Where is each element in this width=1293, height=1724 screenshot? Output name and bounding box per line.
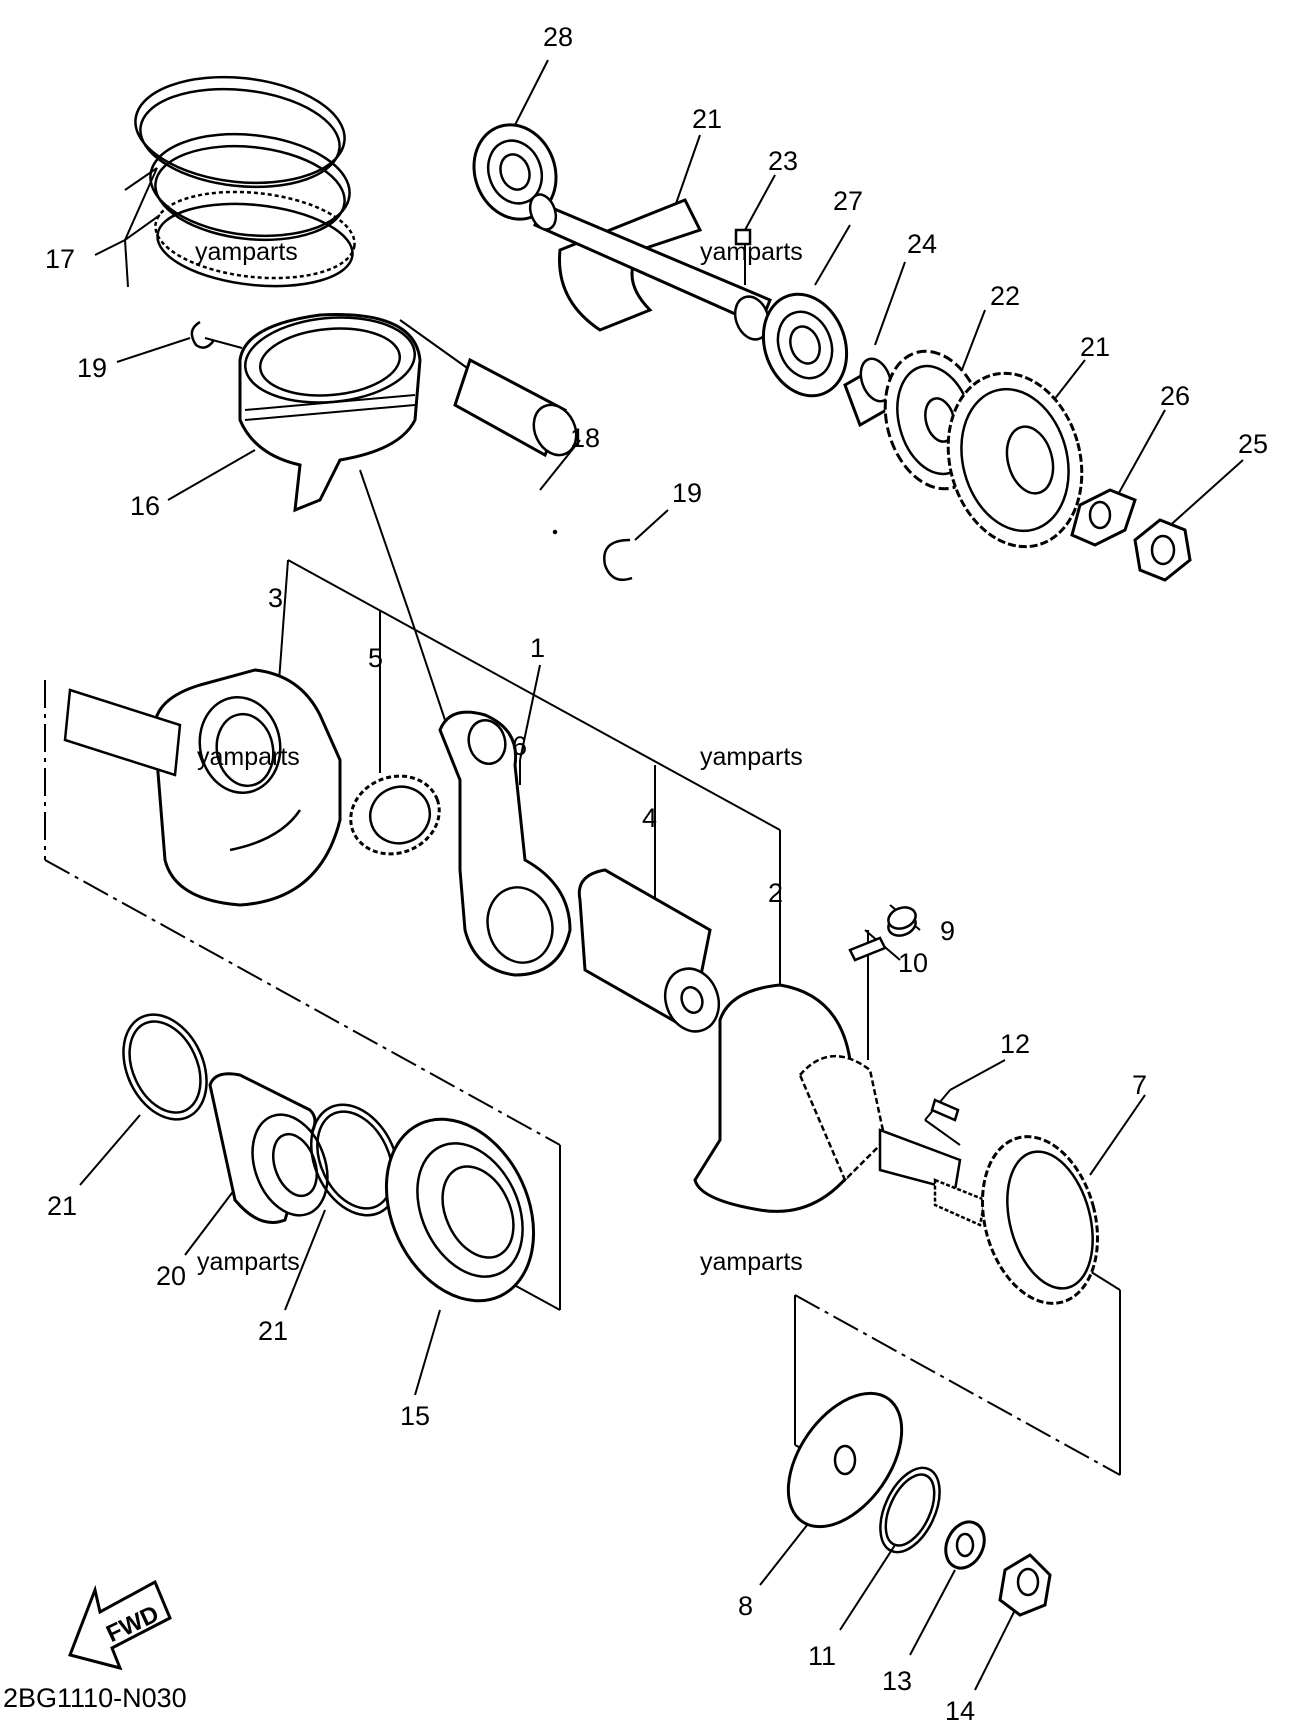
watermark-2: yamparts bbox=[700, 238, 803, 266]
part-label-5: 5 bbox=[368, 643, 383, 673]
diagram-code: 2BG1110-N030 bbox=[3, 1683, 187, 1713]
piston-pin-18-shape bbox=[453, 357, 578, 535]
crank-pin-4-shape bbox=[577, 868, 721, 1033]
lock-washer-28-shape bbox=[1070, 488, 1137, 547]
part-label-18: 18 bbox=[570, 423, 600, 453]
watermark-1: yamparts bbox=[195, 238, 298, 266]
spring-9-shape bbox=[887, 906, 917, 937]
clip-19-top-shape bbox=[190, 320, 216, 349]
bearing-29-shape bbox=[761, 292, 849, 398]
part-number-labels: 28 21 23 27 24 22 21 26 25 17 19 16 18 1… bbox=[45, 22, 1268, 1724]
crank-half-3-shape bbox=[63, 668, 342, 907]
part-label-2: 2 bbox=[768, 878, 783, 908]
part-label-16: 16 bbox=[130, 491, 160, 521]
pin-10-shape bbox=[848, 936, 887, 962]
part-label-10: 10 bbox=[898, 948, 928, 978]
part-shapes bbox=[63, 75, 1192, 1671]
nut-27-shape bbox=[1133, 518, 1192, 582]
plate-8-shape bbox=[786, 1391, 904, 1529]
watermark-4: yamparts bbox=[700, 743, 803, 771]
fwd-arrow-icon bbox=[67, 1579, 172, 1671]
part-label-28: 26 bbox=[1160, 381, 1190, 411]
key-12-shape bbox=[930, 1098, 960, 1122]
gear-7-shape bbox=[980, 1135, 1100, 1305]
circlip-21-left-shape bbox=[122, 1013, 208, 1121]
connecting-rod-1-shape bbox=[438, 710, 572, 977]
washer-13-shape bbox=[944, 1520, 986, 1570]
part-label-6: 6 bbox=[512, 731, 527, 761]
piston-16-shape bbox=[238, 313, 422, 513]
bearing-15-shape bbox=[384, 1117, 536, 1303]
part-label-15: 15 bbox=[400, 1401, 430, 1431]
part-label-29: 27 bbox=[833, 186, 863, 216]
balancer-shaft-22-shape bbox=[528, 193, 772, 341]
part-label-22: 21 bbox=[692, 104, 722, 134]
crank-half-2-shape bbox=[693, 983, 987, 1227]
watermark-6: yamparts bbox=[700, 1248, 803, 1276]
watermark-5: yamparts bbox=[197, 1248, 300, 1276]
collar-26-shape bbox=[843, 357, 897, 428]
part-label-8: 8 bbox=[738, 1591, 753, 1621]
part-label-21-left: 21 bbox=[47, 1191, 77, 1221]
part-label-11: 11 bbox=[808, 1641, 836, 1671]
leader-lines bbox=[44, 59, 1244, 1691]
part-label-21-right: 21 bbox=[258, 1316, 288, 1346]
watermark-3: yamparts bbox=[197, 743, 300, 771]
circlip-11-shape bbox=[879, 1466, 941, 1554]
gear-23-shape bbox=[946, 371, 1084, 549]
part-label-1: 1 bbox=[530, 633, 545, 663]
watermarks: yamparts yamparts yamparts yamparts yamp… bbox=[195, 238, 803, 1276]
collar-20-shape bbox=[208, 1072, 329, 1224]
part-label-27: 25 bbox=[1238, 429, 1268, 459]
part-label-25: 23 bbox=[768, 146, 798, 176]
circlip-21-right-shape bbox=[309, 1103, 401, 1217]
needle-bearing-5-shape bbox=[349, 774, 441, 856]
part-label-7: 7 bbox=[1132, 1070, 1147, 1100]
part-label-14: 14 bbox=[945, 1696, 975, 1724]
part-label-19-right: 19 bbox=[672, 478, 702, 508]
nut-14-shape bbox=[998, 1553, 1052, 1617]
part-label-19-top: 19 bbox=[77, 353, 107, 383]
part-label-23: 21 bbox=[1080, 332, 1110, 362]
part-label-17: 17 bbox=[45, 244, 75, 274]
part-label-26: 24 bbox=[907, 229, 937, 259]
part-label-9: 9 bbox=[940, 916, 955, 946]
clip-19-right-shape bbox=[603, 538, 633, 582]
part-label-4: 4 bbox=[642, 803, 657, 833]
part-label-20: 20 bbox=[156, 1261, 186, 1291]
part-label-30: 28 bbox=[543, 22, 573, 52]
part-label-13: 13 bbox=[882, 1666, 912, 1696]
part-label-12: 12 bbox=[1000, 1029, 1030, 1059]
part-label-24: 22 bbox=[990, 281, 1020, 311]
piston-rings-17-shape bbox=[134, 75, 356, 288]
part-label-3: 3 bbox=[268, 583, 283, 613]
